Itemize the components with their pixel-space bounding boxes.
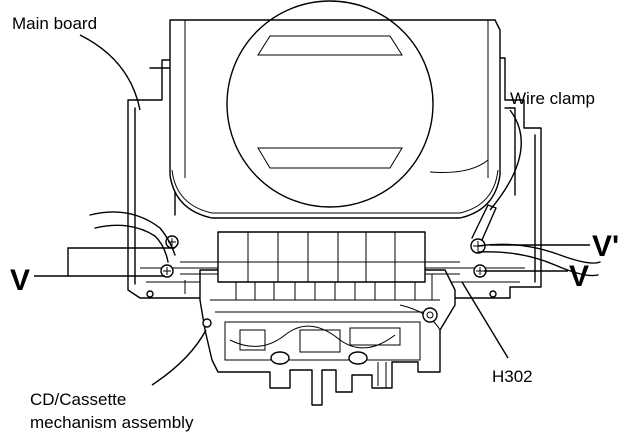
label-mechanism-line2: mechanism assembly	[30, 413, 194, 432]
label-v-right: V	[569, 260, 589, 293]
cd-lid	[169, 0, 501, 219]
label-mechanism-line1: CD/Cassette	[30, 390, 126, 409]
cd-cassette-mechanism	[199, 269, 456, 406]
labels: Main board Wire clamp V V' V H302 CD/Cas…	[10, 14, 619, 432]
leader-lines	[34, 34, 590, 386]
label-wire-clamp: Wire clamp	[510, 89, 595, 108]
disc-window-outline	[226, 0, 434, 208]
label-v-left: V	[10, 264, 30, 297]
label-h302: H302	[492, 367, 533, 386]
front-panel-block	[180, 231, 460, 283]
label-v-prime: V'	[592, 230, 619, 263]
label-main-board: Main board	[12, 14, 97, 33]
